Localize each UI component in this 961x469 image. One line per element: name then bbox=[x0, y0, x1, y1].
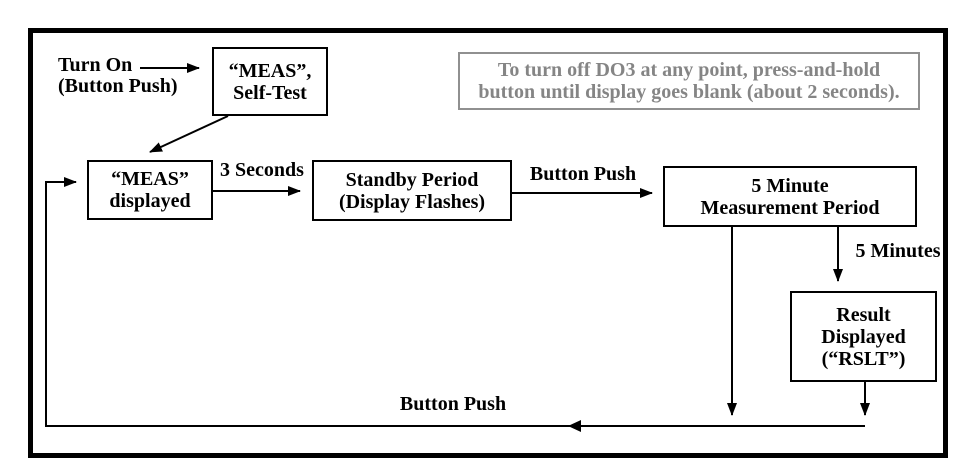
outer-border-frame bbox=[28, 28, 948, 458]
flow-box-measurement-period: 5 Minute Measurement Period bbox=[663, 166, 917, 227]
flow-box-standby-period: Standby Period (Display Flashes) bbox=[312, 160, 512, 221]
meas-displayed-line1: “MEAS” bbox=[111, 168, 189, 190]
turn-off-note-line2: button until display goes blank (about 2… bbox=[478, 81, 900, 103]
flow-box-result-displayed: Result Displayed (“RSLT”) bbox=[790, 291, 937, 382]
turn-on-line1: Turn On bbox=[58, 54, 133, 76]
measurement-line2: Measurement Period bbox=[700, 196, 880, 219]
result-line1: Result bbox=[836, 303, 891, 326]
button-push-bottom-label: Button Push bbox=[399, 393, 507, 415]
result-line3: (“RSLT”) bbox=[821, 347, 906, 370]
three-seconds-label: 3 Seconds bbox=[220, 159, 304, 181]
five-minutes-label: 5 Minutes bbox=[855, 240, 941, 262]
flow-box-self-test: “MEAS”, Self-Test bbox=[212, 47, 328, 116]
return-line-arrowhead bbox=[568, 420, 581, 432]
button-push-top-label: Button Push bbox=[529, 163, 637, 185]
turn-off-note-line1: To turn off DO3 at any point, press-and-… bbox=[497, 59, 881, 81]
self-test-line1: “MEAS”, bbox=[228, 59, 312, 82]
arrow-return-loop bbox=[45, 177, 865, 427]
turn-off-note: To turn off DO3 at any point, press-and-… bbox=[458, 52, 920, 110]
arrow-self-test-to-meas-displayed bbox=[149, 115, 229, 153]
result-line2: Displayed bbox=[821, 325, 906, 348]
flow-box-meas-displayed: “MEAS” displayed bbox=[87, 160, 213, 220]
standby-line1: Standby Period bbox=[345, 168, 479, 191]
turn-on-line2: (Button Push) bbox=[58, 75, 178, 97]
turn-on-label: Turn On (Button Push) bbox=[58, 55, 177, 97]
meas-displayed-line2: displayed bbox=[109, 190, 191, 212]
standby-line2: (Display Flashes) bbox=[338, 190, 486, 213]
measurement-line1: 5 Minute bbox=[751, 174, 829, 197]
self-test-line2: Self-Test bbox=[233, 81, 307, 104]
